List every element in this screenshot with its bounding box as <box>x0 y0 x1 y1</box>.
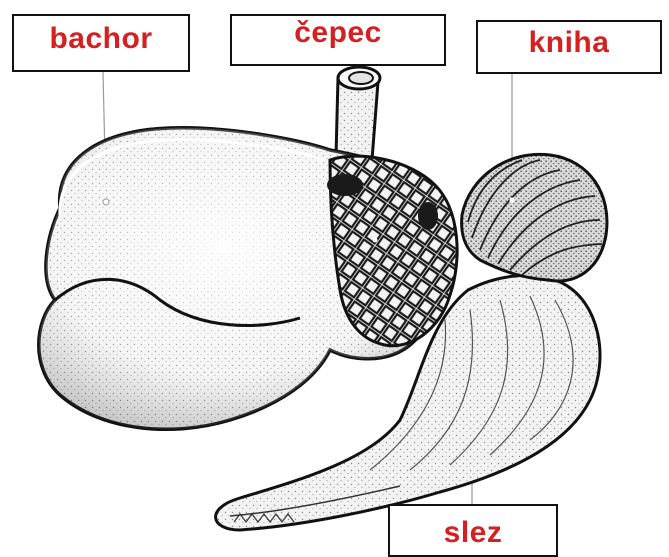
label-slez: slez <box>444 518 503 548</box>
label-bachor: bachor <box>49 24 152 54</box>
label-box-kniha: kniha <box>476 20 662 74</box>
omasum <box>462 154 607 281</box>
label-box-cepec: čepec <box>230 14 446 66</box>
esophagus <box>336 67 380 160</box>
label-box-bachor: bachor <box>12 14 190 72</box>
label-box-slez: slez <box>388 504 558 557</box>
label-kniha: kniha <box>529 28 610 58</box>
label-cepec: čepec <box>294 18 382 48</box>
